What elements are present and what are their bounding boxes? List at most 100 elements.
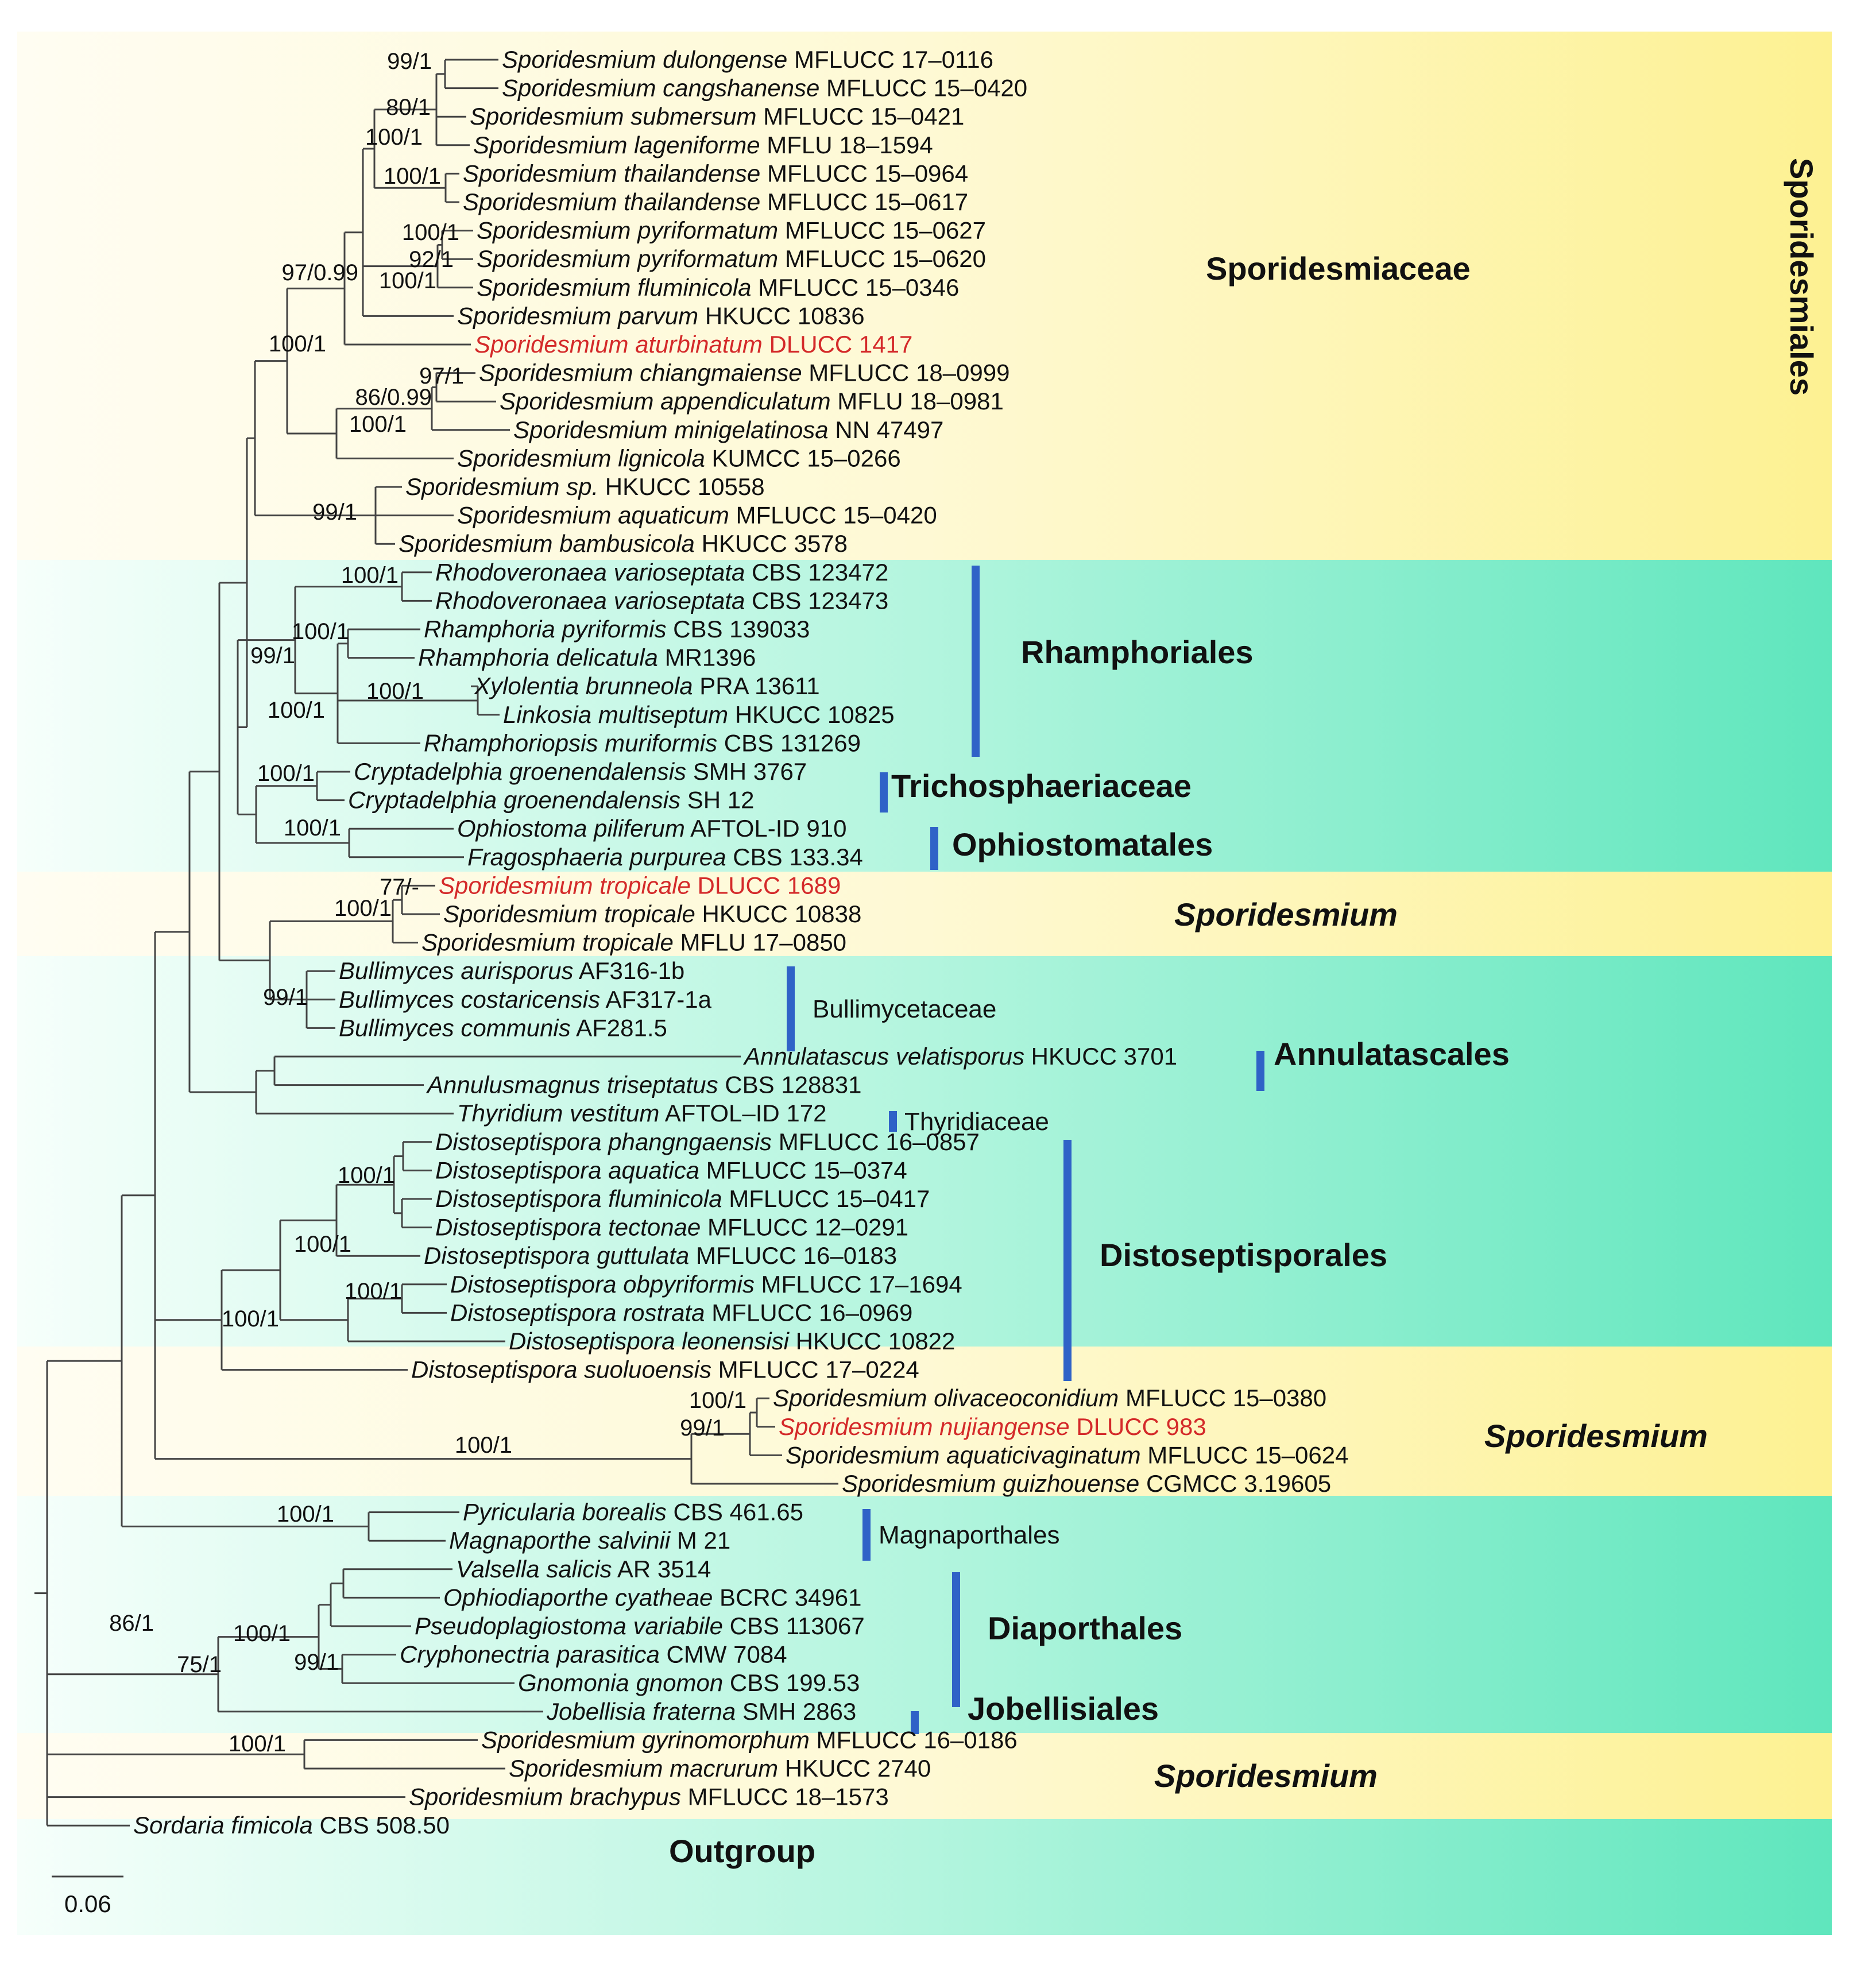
- taxon-species: Bullimyces communis: [339, 1014, 571, 1041]
- taxon-label: Cryptadelphia groenendalensis SH 12: [348, 787, 754, 814]
- taxon-label: Annulusmagnus triseptatus CBS 128831: [426, 1071, 861, 1098]
- taxon-species: Ophiodiaporthe cyatheae: [443, 1584, 713, 1611]
- taxon-label: Sporidesmium tropicale HKUCC 10838: [443, 900, 861, 927]
- taxon-strain: MFLUCC 15–0421: [757, 103, 965, 130]
- taxon-strain: MFLUCC 15–0627: [778, 217, 986, 244]
- group-label-ophiostomatales: Ophiostomatales: [952, 826, 1213, 862]
- taxon-label: Distoseptispora leonensisi HKUCC 10822: [509, 1328, 955, 1355]
- taxon-species: Distoseptispora phangngaensis: [435, 1128, 772, 1155]
- taxon-species: Distoseptispora obpyriformis: [450, 1271, 755, 1298]
- group-label-diaporthales: Diaporthales: [988, 1610, 1182, 1646]
- taxon-label: Ophiodiaporthe cyatheae BCRC 34961: [443, 1584, 861, 1611]
- taxon-label: Sporidesmium pyriformatum MFLUCC 15–0620: [477, 245, 986, 272]
- taxon-strain: HKUCC 10825: [728, 701, 894, 728]
- support-value: 97/1: [419, 363, 464, 389]
- clade-band: [17, 32, 1832, 560]
- group-label-annulatascales: Annulatascales: [1274, 1036, 1510, 1072]
- clade-band: [17, 1819, 1832, 1935]
- taxon-label: Ophiostoma piliferum AFTOL-ID 910: [457, 815, 847, 842]
- taxon-label: Distoseptispora tectonae MFLUCC 12–0291: [435, 1214, 908, 1241]
- taxon-strain: MFLUCC 15–0620: [778, 245, 986, 272]
- taxon-species: Sporidesmium submersum: [470, 103, 757, 130]
- scale-label: 0.06: [64, 1890, 111, 1917]
- taxon-label: Sporidesmium lageniforme MFLU 18–1594: [473, 131, 933, 158]
- taxon-label: Gnomonia gnomon CBS 199.53: [518, 1669, 860, 1696]
- support-value: 99/1: [387, 49, 432, 74]
- bar-magnaporthales: [862, 1509, 871, 1561]
- taxon-strain: PRA 13611: [693, 672, 820, 699]
- taxon-species: Magnaporthe salvinii: [449, 1527, 671, 1554]
- taxon-species: Bullimyces aurisporus: [339, 957, 573, 984]
- taxon-label: Distoseptispora fluminicola MFLUCC 15–04…: [435, 1185, 930, 1212]
- taxon-species: Cryptadelphia groenendalensis: [348, 787, 680, 814]
- support-value: 100/1: [384, 164, 441, 189]
- taxon-strain: HKUCC 10836: [698, 302, 864, 329]
- group-label-bullimycetaceae: Bullimycetaceae: [813, 995, 996, 1023]
- support-value: 75/1: [177, 1652, 222, 1677]
- taxon-strain: MFLUCC 16–0969: [705, 1299, 913, 1326]
- taxon-strain: MFLUCC 18–0999: [802, 359, 1010, 386]
- taxon-strain: CMW 7084: [660, 1641, 787, 1668]
- clade-band: [17, 560, 1832, 872]
- taxon-species: Sporidesmium appendiculatum: [500, 388, 831, 415]
- taxon-label: Xylolentia brunneola PRA 13611: [474, 672, 820, 699]
- taxon-label: Sporidesmium fluminicola MFLUCC 15–0346: [477, 274, 959, 301]
- support-value: 100/1: [292, 619, 349, 644]
- support-value: 100/1: [345, 1279, 402, 1304]
- taxon-species: Distoseptispora guttulata: [424, 1242, 689, 1269]
- taxon-species: Valsella salicis: [456, 1556, 612, 1583]
- taxon-species: Linkosia multiseptum: [503, 701, 728, 728]
- taxon-species: Thyridium vestitum: [457, 1100, 659, 1127]
- taxon-species: Rhodoveronaea varioseptata: [435, 587, 745, 614]
- taxon-label: Sporidesmium aturbinatum DLUCC 1417: [474, 331, 912, 358]
- group-label-jobellisiales: Jobellisiales: [968, 1690, 1159, 1727]
- taxon-label: Linkosia multiseptum HKUCC 10825: [503, 701, 895, 728]
- taxon-strain: MFLUCC 17–0224: [711, 1356, 919, 1383]
- taxon-strain: HKUCC 10822: [789, 1328, 955, 1355]
- taxon-labels: Sporidesmium dulongense MFLUCC 17–0116Sp…: [133, 46, 1348, 1839]
- taxon-strain: MFLUCC 16–0183: [689, 1242, 897, 1269]
- taxon-species: Sporidesmium guizhouense: [842, 1470, 1139, 1497]
- taxon-species: Xylolentia brunneola: [474, 672, 693, 699]
- taxon-species: Sporidesmium gyrinomorphum: [481, 1726, 810, 1753]
- taxon-label: Rhodoveronaea varioseptata CBS 123473: [435, 587, 888, 614]
- taxon-label: Sporidesmium minigelatinosa NN 47497: [513, 416, 943, 443]
- taxon-species: Sporidesmium minigelatinosa: [513, 416, 829, 443]
- taxon-label: Sporidesmium gyrinomorphum MFLUCC 16–018…: [481, 1726, 1018, 1753]
- taxon-label: Sporidesmium olivaceoconidium MFLUCC 15–…: [773, 1384, 1326, 1411]
- group-label-sporidesmium-1: Sporidesmium: [1174, 896, 1398, 933]
- taxon-strain: DLUCC 1689: [691, 872, 841, 899]
- bar-jobellisiales: [911, 1711, 919, 1734]
- support-value: 99/1: [680, 1415, 725, 1441]
- taxon-label: Sporidesmium bambusicola HKUCC 3578: [399, 530, 848, 557]
- taxon-label: Sporidesmium thailandense MFLUCC 15–0964: [463, 160, 968, 187]
- taxon-strain: AF316-1b: [573, 957, 684, 984]
- taxon-species: Rhamphoria delicatula: [418, 644, 658, 671]
- taxon-label: Distoseptispora obpyriformis MFLUCC 17–1…: [450, 1271, 962, 1298]
- taxon-label: Rhodoveronaea varioseptata CBS 123472: [435, 559, 888, 586]
- taxon-strain: DLUCC 1417: [763, 331, 912, 358]
- taxon-strain: CGMCC 3.19605: [1139, 1470, 1331, 1497]
- bar-annulatascales: [1256, 1051, 1264, 1091]
- taxon-species: Pseudoplagiostoma variabile: [415, 1612, 723, 1639]
- taxon-species: Jobellisia fraterna: [546, 1698, 736, 1725]
- taxon-species: Sporidesmium chiangmaiense: [479, 359, 802, 386]
- taxon-species: Ophiostoma piliferum: [457, 815, 685, 842]
- clade-background-bands: [17, 32, 1832, 1935]
- taxon-strain: MFLU 17–0850: [674, 929, 846, 956]
- taxon-strain: HKUCC 10838: [695, 900, 861, 927]
- taxon-species: Sporidesmium parvum: [457, 302, 698, 329]
- taxon-species: Sporidesmium tropicale: [443, 900, 695, 927]
- taxon-label: Sporidesmium appendiculatum MFLU 18–0981: [500, 388, 1004, 415]
- taxon-species: Pyricularia borealis: [463, 1499, 667, 1526]
- taxon-strain: MFLUCC 17–1694: [755, 1271, 962, 1298]
- support-value: 100/1: [222, 1306, 279, 1332]
- bar-bullimycetaceae: [787, 966, 795, 1051]
- taxon-species: Sporidesmium bambusicola: [399, 530, 695, 557]
- taxon-species: Sporidesmium pyriformatum: [477, 217, 778, 244]
- taxon-label: Rhamphoriopsis muriformis CBS 131269: [424, 729, 861, 756]
- taxon-label: Distoseptispora rostrata MFLUCC 16–0969: [450, 1299, 912, 1326]
- taxon-species: Distoseptispora tectonae: [435, 1214, 701, 1241]
- taxon-label: Pyricularia borealis CBS 461.65: [463, 1499, 803, 1526]
